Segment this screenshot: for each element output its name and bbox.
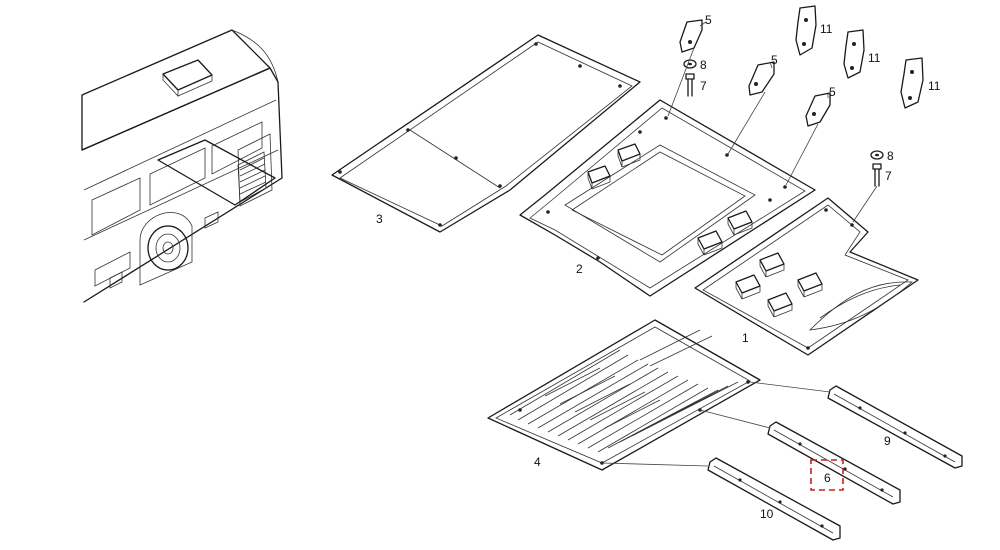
callout-part-11b: 11 [868,51,881,65]
bus-locator-sketch [81,29,283,303]
callout-part-8a: 8 [700,58,707,72]
bracket-11b [843,29,865,79]
callout-part-5c: 5 [829,85,836,99]
callout-part-6: 6 [824,471,831,485]
callout-labels: 1 2 3 4 5 5 5 6 7 7 8 8 9 10 11 11 11 [376,13,941,521]
callout-part-5b: 5 [771,53,778,67]
rail-9 [827,385,963,469]
rail-6 [767,421,901,505]
bracket-11c [900,57,924,109]
leader-lines [601,21,878,467]
callout-part-3: 3 [376,212,383,226]
floor-panel-3 [331,34,641,233]
callout-part-9: 9 [884,434,891,448]
floor-location-marker [157,139,276,206]
bolt-7a [685,73,695,97]
rail-10 [707,457,841,541]
floor-panel-4 [487,319,761,471]
callout-part-7b: 7 [885,169,892,183]
bracket-5b [748,61,775,96]
callout-part-10: 10 [760,507,774,521]
callout-part-4: 4 [534,455,541,469]
bracket-11a [795,5,817,56]
bus-wheel [139,212,193,286]
callout-part-1: 1 [742,331,749,345]
part-6-highlight-box[interactable] [810,459,844,491]
washer-8a [683,59,697,69]
bracket-5a [679,19,703,53]
callout-part-11a: 11 [820,22,833,36]
bolt-7b [872,163,882,187]
callout-part-8b: 8 [887,149,894,163]
callout-part-2: 2 [576,262,583,276]
vent-grille [237,151,267,203]
floor-panel-2 [519,99,816,297]
callout-part-7a: 7 [700,79,707,93]
washer-8b [870,150,884,160]
floor-panel-1 [694,197,919,356]
bracket-5c [805,92,831,127]
callout-part-11c: 11 [928,79,941,93]
callout-part-5a: 5 [705,13,712,27]
